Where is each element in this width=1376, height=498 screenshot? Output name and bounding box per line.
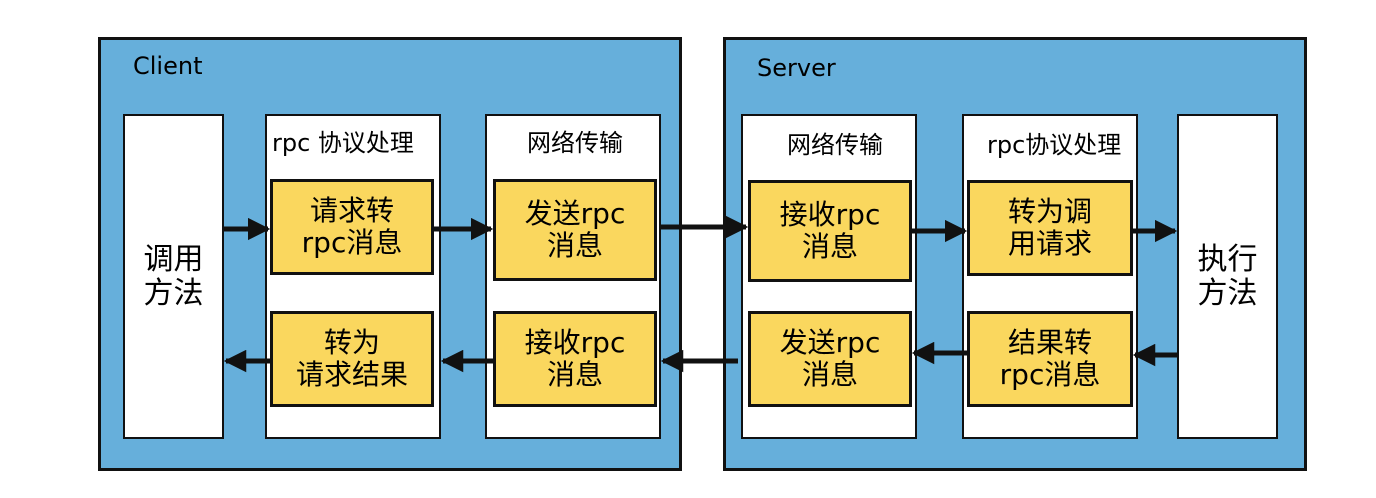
client-title: Client [133,52,203,80]
server-request-box: 转为调 用请求 [967,180,1133,276]
server-executor-panel: 执行 方法 [1177,114,1278,439]
server-send-box: 发送rpc 消息 [748,311,912,407]
server-result-box-label: 结果转 rpc消息 [999,326,1101,391]
client-caller-panel: 调用 方法 [123,114,224,439]
client-recv-box-label: 接收rpc 消息 [524,326,626,391]
client-request-box-label: 请求转 rpc消息 [301,194,403,259]
client-request-box: 请求转 rpc消息 [270,179,434,275]
client-result-box: 转为 请求结果 [270,311,434,407]
server-request-box-label: 转为调 用请求 [1007,195,1092,260]
client-send-box-label: 发送rpc 消息 [524,197,626,262]
client-result-box-label: 转为 请求结果 [295,326,408,391]
server-send-box-label: 发送rpc 消息 [779,326,881,391]
client-net-panel-title: 网络传输 [527,129,623,157]
server-recv-box-label: 接收rpc 消息 [779,198,881,263]
client-rpc-panel-title: rpc 协议处理 [272,129,414,157]
server-title: Server [757,54,836,82]
server-recv-box: 接收rpc 消息 [748,180,912,282]
client-send-box: 发送rpc 消息 [493,179,657,281]
server-rpc-panel-title: rpc协议处理 [987,131,1122,159]
client-caller-label: 调用 方法 [143,241,204,311]
server-executor-label: 执行 方法 [1197,241,1258,311]
server-net-panel-title: 网络传输 [787,131,883,159]
client-recv-box: 接收rpc 消息 [493,311,657,407]
server-result-box: 结果转 rpc消息 [967,311,1133,407]
